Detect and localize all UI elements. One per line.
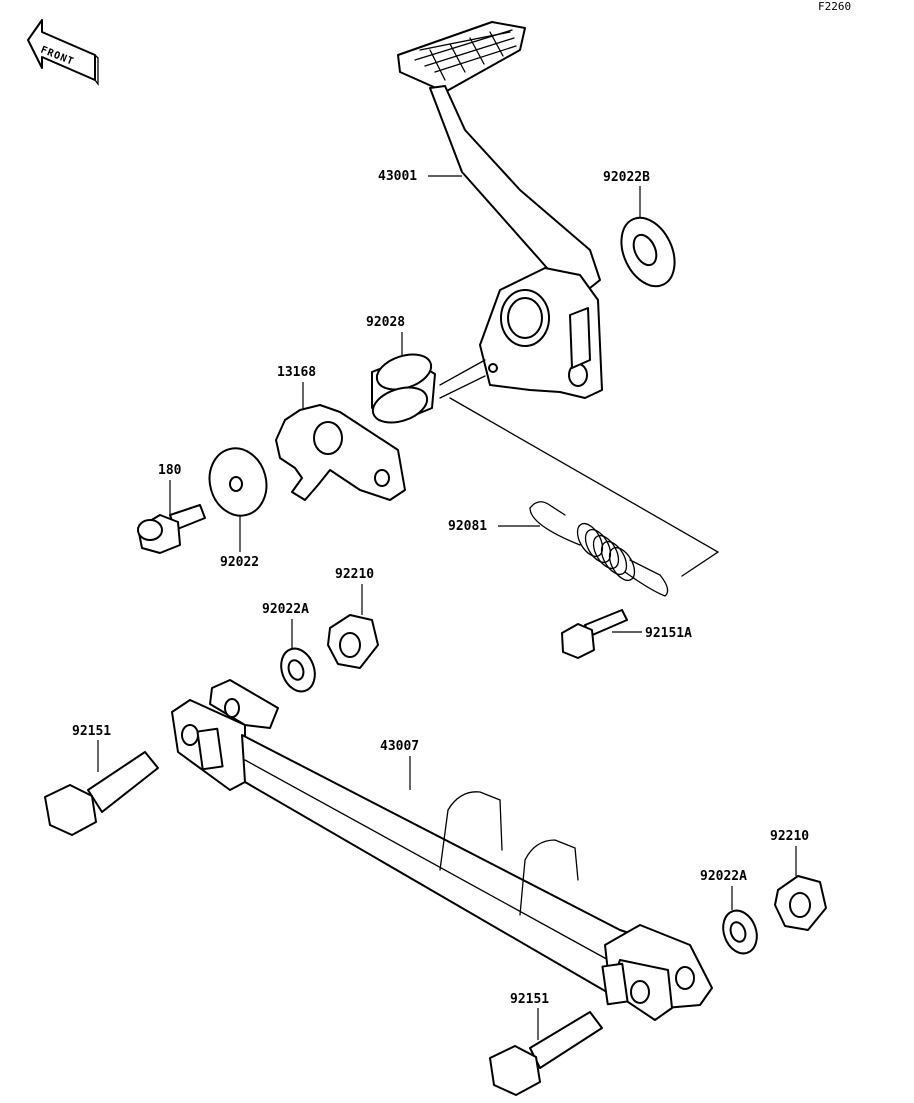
label-92151a: 92151A xyxy=(645,626,692,641)
label-13168: 13168 xyxy=(277,365,316,380)
rod-43007-part xyxy=(171,679,713,1021)
label-43001: 43001 xyxy=(378,169,417,184)
plate-13168-part xyxy=(275,404,406,501)
label-180: 180 xyxy=(158,463,182,478)
diagram-code: F2260 xyxy=(818,0,851,13)
bolt-92151-bottom-part xyxy=(489,1011,603,1096)
washer-92022b-part xyxy=(620,216,676,288)
label-92022a-right: 92022A xyxy=(700,869,747,884)
bolt-180-part xyxy=(137,504,206,554)
label-92151-bottom: 92151 xyxy=(510,992,549,1007)
washer-92022a-top-part xyxy=(280,647,316,693)
label-92210-right: 92210 xyxy=(770,829,809,844)
label-92022b: 92022B xyxy=(603,170,650,185)
spring-92081-part xyxy=(529,501,669,597)
label-92028: 92028 xyxy=(366,315,405,330)
nut-92210-right-part xyxy=(774,875,827,931)
bolt-92151-left-part xyxy=(44,751,159,836)
bolt-92151a-part xyxy=(561,609,628,659)
nut-92210-top-part xyxy=(327,614,379,669)
label-92022a-top: 92022A xyxy=(262,602,309,617)
label-92210-top: 92210 xyxy=(335,567,374,582)
label-43007: 43007 xyxy=(380,739,419,754)
washer-92022-part xyxy=(208,447,268,517)
label-92151-left: 92151 xyxy=(72,724,111,739)
label-92022: 92022 xyxy=(220,555,259,570)
assembly-line xyxy=(449,397,720,577)
collar-92028-part xyxy=(371,353,436,424)
washer-92022a-right-part xyxy=(722,909,758,955)
front-arrow-icon: FRONT xyxy=(27,19,99,86)
brake-pedal-part xyxy=(397,21,603,399)
label-92081: 92081 xyxy=(448,519,487,534)
